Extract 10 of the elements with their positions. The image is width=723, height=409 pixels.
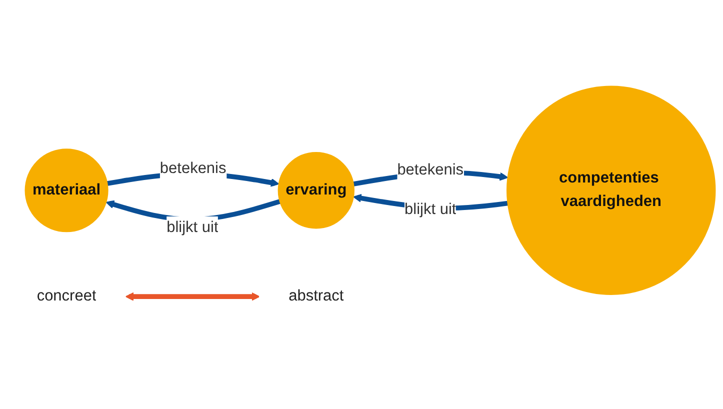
node-text: concreet <box>36 288 96 304</box>
edge-label: betekenis <box>397 162 464 178</box>
node-circle: materiaal <box>24 148 108 232</box>
edge-label: betekenis <box>160 160 226 177</box>
edge-label: blijkt uit <box>404 201 456 218</box>
arrow <box>125 292 260 301</box>
node-circle: ervaring <box>278 152 354 229</box>
edge-label: blijkt uit <box>166 219 218 236</box>
node-text: abstract <box>288 288 344 304</box>
node-circle: competenties vaardigheden <box>506 86 716 296</box>
